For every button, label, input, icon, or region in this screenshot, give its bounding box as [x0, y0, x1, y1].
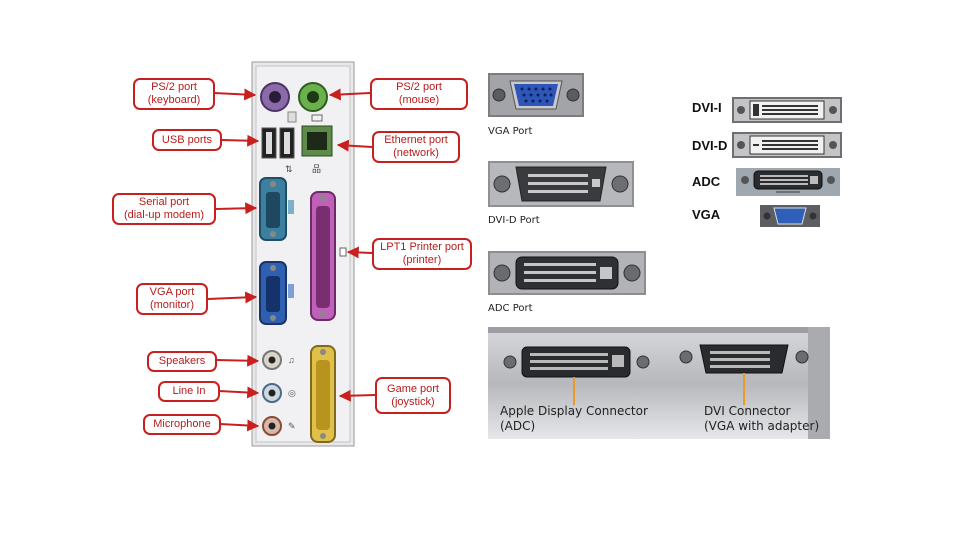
callout-ps2-keyboard: PS/2 port(keyboard) [133, 78, 215, 110]
speakers-jack-icon [262, 350, 282, 370]
line-in-jack-icon [262, 383, 282, 403]
svg-text:⇅: ⇅ [285, 164, 293, 174]
callout-line-in: Line In [158, 381, 220, 402]
callout-ps2-mouse: PS/2 port(mouse) [370, 78, 468, 110]
callout-microphone: Microphone [143, 414, 221, 435]
vga-port-icon [259, 261, 287, 325]
connector-label-adc: ADC [692, 174, 721, 189]
ethernet-port-icon [301, 125, 333, 157]
connector-label-dvi-d: DVI-D [692, 138, 728, 153]
callout-ethernet-port: Ethernet port(network) [372, 131, 460, 163]
serial-port-icon [259, 177, 287, 241]
vga-connector-photo [760, 205, 820, 227]
adc-port-caption: ADC Port [488, 303, 533, 314]
connector-label-vga: VGA [692, 207, 721, 222]
ps2-keyboard-port-icon [260, 82, 290, 112]
ps2-mouse-port-icon [298, 82, 328, 112]
callout-serial-port: Serial port(dial-up modem) [112, 193, 216, 225]
svg-text:♫: ♫ [288, 355, 295, 365]
graphics-card-bracket-photo [488, 327, 830, 439]
dvi-d-connector-photo [732, 132, 842, 158]
adc-port-photo [488, 251, 646, 295]
motherboard-panel-diagram: ⇅ 品 ♫ ◎ ✎ [207, 61, 376, 447]
adc-connector-photo [736, 168, 840, 196]
callout-speakers: Speakers [147, 351, 217, 372]
dvi-connector-caption: DVI Connector (VGA with adapter) [704, 404, 820, 433]
dvid-port-photo [488, 161, 634, 207]
vga-port-caption: VGA Port [488, 126, 533, 137]
svg-text:✎: ✎ [288, 421, 296, 431]
svg-text:◎: ◎ [288, 388, 296, 398]
usb-ports-icon [261, 127, 295, 159]
callout-game-port: Game port(joystick) [375, 377, 451, 414]
dvid-port-caption: DVI-D Port [488, 215, 540, 226]
svg-text:品: 品 [312, 164, 321, 174]
microphone-jack-icon [262, 416, 282, 436]
game-port-icon [310, 345, 336, 443]
vga-port-photo [488, 73, 584, 117]
connector-label-dvi-i: DVI-I [692, 100, 722, 115]
callout-usb-ports: USB ports [152, 129, 222, 151]
lpt1-parallel-port-icon [310, 191, 336, 321]
dvi-i-connector-photo [732, 97, 842, 123]
callout-vga-port: VGA port(monitor) [136, 283, 208, 315]
callout-lpt1-printer-port: LPT1 Printer port(printer) [372, 238, 472, 270]
adc-connector-caption: Apple Display Connector (ADC) [500, 404, 648, 433]
